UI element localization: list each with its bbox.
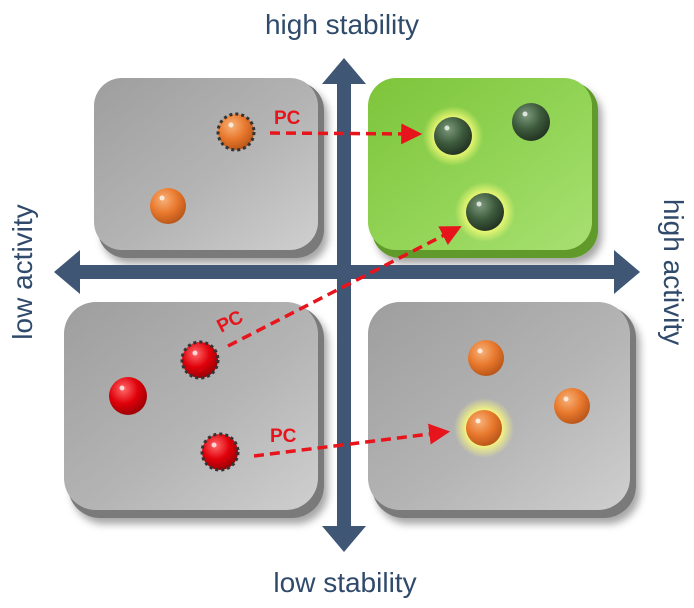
axis-label-left: low activity (7, 204, 38, 339)
red-particle-selected (200, 432, 240, 472)
pc-arrow-top: PC (269, 108, 423, 145)
axis-label-right: high activity (658, 199, 689, 345)
orange-particle-selected (216, 112, 256, 152)
red-particle-selected (180, 340, 220, 380)
pc-label: PC (274, 108, 301, 129)
orange-particle (468, 340, 504, 376)
orange-particle (466, 410, 502, 446)
dark-green-particle (466, 193, 504, 231)
red-particle (109, 377, 147, 415)
dark-green-particle (512, 103, 550, 141)
horizontal-axis (54, 250, 640, 294)
pc-arrow-bottom: PC (253, 423, 451, 458)
pc-label: PC (270, 426, 297, 447)
vertical-axis (322, 58, 366, 552)
particle-highlights (119, 111, 569, 448)
orange-particle (554, 388, 590, 424)
panel-bottom-left (64, 302, 324, 518)
axis-label-top: high stability (265, 9, 419, 40)
orange-particle (150, 188, 186, 224)
dark-green-particle (434, 117, 472, 155)
panel-top-left (94, 78, 324, 258)
axis-label-bottom: low stability (273, 567, 416, 598)
